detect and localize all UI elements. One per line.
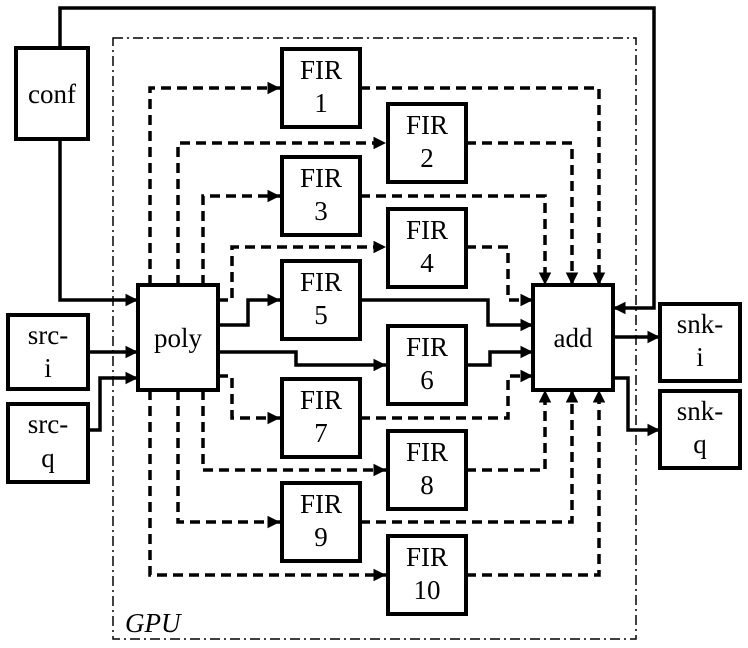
fir-1-label-line2: 1 — [314, 88, 328, 118]
fir-2-to-add-connector — [466, 141, 579, 285]
fir-9-block: FIR 9 — [280, 481, 362, 563]
snk-q-block-label-line1: snk- — [677, 396, 724, 426]
fir-9-to-add-connector — [360, 390, 579, 524]
fir-6-to-add-connector — [466, 345, 533, 367]
add-block: add — [531, 283, 615, 392]
poly-to-fir-5-connector — [218, 293, 280, 327]
poly-to-fir-3-connector — [201, 189, 280, 285]
snk-q-block-label-line2: q — [693, 429, 707, 459]
conf-block-label: conf — [28, 79, 76, 109]
fir-7-block: FIR 7 — [280, 377, 362, 459]
fir-5-label-line2: 5 — [314, 300, 328, 330]
conf-to-poly-connector — [58, 139, 138, 307]
poly-to-fir-10-connector — [148, 390, 386, 582]
src-i-block-label-line2: i — [44, 353, 52, 383]
poly-to-fir-1-connector — [148, 81, 280, 285]
fir-7-to-add-connector — [360, 369, 533, 420]
fir-9-label-line1: FIR — [300, 489, 342, 519]
src-q-block: src- q — [6, 402, 90, 484]
src-i-block-label-line1: src- — [28, 320, 68, 350]
fir-10-block: FIR 10 — [386, 534, 468, 616]
fir-4-label-line1: FIR — [406, 215, 448, 245]
add-to-snk-q-connector — [613, 376, 660, 437]
fir-3-block: FIR 3 — [280, 155, 362, 237]
poly-block: poly — [136, 283, 220, 392]
poly-to-fir-4-connector — [218, 240, 386, 302]
fir-2-label-line2: 2 — [420, 143, 434, 173]
poly-block-label: poly — [154, 323, 203, 353]
fir-8-label-line1: FIR — [406, 437, 448, 467]
fir-1-label-line1: FIR — [300, 55, 342, 85]
poly-to-fir-6-connector — [218, 350, 386, 372]
src-i-block: src- i — [6, 313, 90, 391]
fir-6-label-line2: 6 — [420, 365, 434, 395]
fir-10-to-add-connector — [466, 390, 606, 577]
snk-i-block: snk- i — [658, 302, 742, 383]
fir-9-label-line2: 9 — [314, 522, 328, 552]
fir-1-block: FIR 1 — [280, 47, 362, 129]
add-block-label: add — [554, 323, 593, 353]
fir-3-to-add-connector — [360, 194, 552, 285]
poly-to-fir-7-connector — [218, 374, 280, 425]
conf-to-add-connector — [58, 6, 656, 315]
poly-to-fir-2-connector — [176, 136, 386, 285]
fir-3-label-line2: 3 — [314, 196, 328, 226]
fir-5-label-line1: FIR — [300, 267, 342, 297]
fir-4-label-line2: 4 — [420, 248, 434, 278]
src-q-block-label-line2: q — [41, 443, 55, 473]
fir-10-label-line2: 10 — [414, 575, 441, 605]
fir-10-label-line1: FIR — [406, 542, 448, 572]
fir-5-block: FIR 5 — [280, 259, 362, 341]
fir-4-block: FIR 4 — [386, 207, 468, 289]
snk-i-block-label-line1: snk- — [677, 309, 724, 339]
fir-3-label-line1: FIR — [300, 163, 342, 193]
snk-i-block-label-line2: i — [696, 342, 704, 372]
fir-7-label-line2: 7 — [314, 418, 328, 448]
fir-4-to-add-connector — [466, 245, 533, 307]
connections — [58, 6, 660, 582]
poly-to-fir-8-connector — [201, 390, 386, 477]
fir-8-label-line2: 8 — [420, 470, 434, 500]
fir-5-to-add-connector — [360, 298, 533, 332]
fir-2-label-line1: FIR — [406, 110, 448, 140]
fir-6-label-line1: FIR — [406, 332, 448, 362]
poly-to-fir-9-connector — [176, 390, 280, 529]
fir-8-block: FIR 8 — [386, 429, 468, 511]
gpu-region-label: GPU — [125, 608, 182, 638]
fir-2-block: FIR 2 — [386, 102, 468, 184]
conf-block: conf — [14, 46, 90, 141]
fir-1-to-add-connector — [360, 86, 606, 285]
fir-7-label-line1: FIR — [300, 385, 342, 415]
fir-6-block: FIR 6 — [386, 324, 468, 406]
src-q-block-label-line1: src- — [28, 409, 68, 439]
src-q-to-poly-connector — [88, 371, 138, 432]
fir-8-to-add-connector — [466, 390, 552, 472]
snk-q-block: snk- q — [658, 389, 742, 470]
